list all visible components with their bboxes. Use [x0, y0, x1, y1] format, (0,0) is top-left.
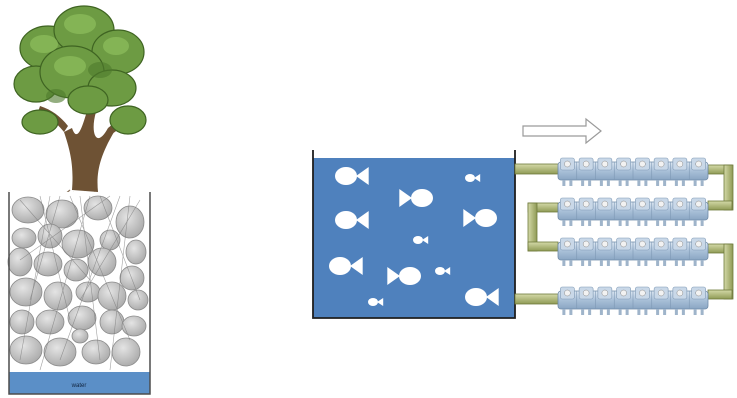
stone	[121, 315, 147, 337]
plant-cell	[560, 157, 575, 186]
stone	[45, 199, 79, 229]
plant-cell	[651, 157, 669, 186]
plant-cell	[651, 197, 669, 226]
grow-module-row	[557, 286, 709, 315]
root-lines	[19, 195, 141, 371]
root-line	[79, 199, 141, 301]
grow-module-row	[557, 237, 709, 266]
stone	[71, 328, 89, 344]
plant-cell	[576, 157, 594, 186]
plant-cell	[576, 286, 594, 315]
stone	[97, 281, 127, 311]
plant-cell	[576, 237, 594, 266]
water-label: water	[71, 383, 87, 389]
stone	[11, 227, 37, 249]
fish-icon	[413, 236, 429, 244]
stone	[35, 309, 65, 335]
stone	[115, 205, 145, 239]
fish-group	[329, 167, 499, 306]
fish-tank	[312, 150, 516, 319]
root-line	[69, 195, 131, 341]
fish-icon	[335, 211, 369, 229]
stone	[63, 258, 89, 282]
right-arrow-icon	[522, 117, 602, 145]
stone	[9, 335, 43, 365]
root-line	[19, 195, 51, 361]
plant-cell	[688, 197, 706, 226]
plant-cell	[560, 237, 575, 266]
fish-icon	[335, 167, 369, 185]
stone	[9, 277, 43, 307]
grow-modules	[557, 157, 709, 315]
stone	[43, 281, 73, 311]
root-line	[39, 195, 71, 321]
plant-cell	[688, 286, 706, 315]
plant-cell	[613, 197, 631, 226]
stone	[125, 239, 147, 265]
root-line	[19, 195, 111, 261]
stones-group	[7, 195, 149, 367]
root-line	[59, 195, 121, 361]
pipe-network	[514, 163, 734, 305]
tank-walls	[312, 150, 516, 319]
plant-cell	[632, 197, 650, 226]
stone-bed: water	[7, 192, 151, 395]
plant-cell	[651, 286, 669, 315]
plant-cell	[670, 237, 688, 266]
root-line	[39, 195, 91, 371]
stone	[119, 265, 145, 291]
plant-cell	[651, 237, 669, 266]
fish-icon	[368, 298, 384, 306]
stone	[7, 247, 33, 277]
plant-cell	[632, 157, 650, 186]
plant-cell	[632, 286, 650, 315]
plant-cell	[613, 237, 631, 266]
bed-walls	[8, 192, 151, 395]
plant-cell	[560, 197, 575, 226]
plant-cell	[560, 286, 575, 315]
plant-cell	[613, 157, 631, 186]
root-line	[99, 195, 141, 301]
stone	[75, 281, 101, 303]
fish-icon	[329, 257, 363, 275]
fish-icon	[435, 267, 451, 275]
stone	[111, 337, 141, 367]
stone	[83, 195, 113, 221]
stone	[81, 339, 111, 365]
grow-module-row	[557, 197, 709, 226]
fish-icon	[463, 209, 497, 227]
tree-icon	[13, 5, 147, 241]
grow-module-row	[557, 157, 709, 186]
stone	[61, 229, 95, 259]
stone	[43, 337, 77, 367]
plant-cell	[595, 197, 613, 226]
plant-cell	[576, 197, 594, 226]
plant-cell	[595, 157, 613, 186]
plant-cell	[613, 286, 631, 315]
plant-cell	[632, 237, 650, 266]
fish-icon	[465, 174, 481, 182]
fish-icon	[399, 189, 433, 207]
root-line	[109, 195, 131, 371]
plant-cell	[688, 157, 706, 186]
stone	[127, 289, 149, 311]
water-layer	[9, 372, 150, 394]
plant-cell	[688, 237, 706, 266]
root-line	[29, 195, 61, 301]
stone	[9, 309, 35, 335]
fish-icon	[387, 267, 421, 285]
stone	[11, 196, 45, 224]
root-line	[19, 199, 91, 281]
stone	[99, 309, 125, 335]
fish-icon	[465, 288, 499, 306]
plant-cell	[670, 197, 688, 226]
plant-cell	[670, 286, 688, 315]
plant-cell	[595, 286, 613, 315]
plant-cell	[670, 157, 688, 186]
plant-cell	[595, 237, 613, 266]
